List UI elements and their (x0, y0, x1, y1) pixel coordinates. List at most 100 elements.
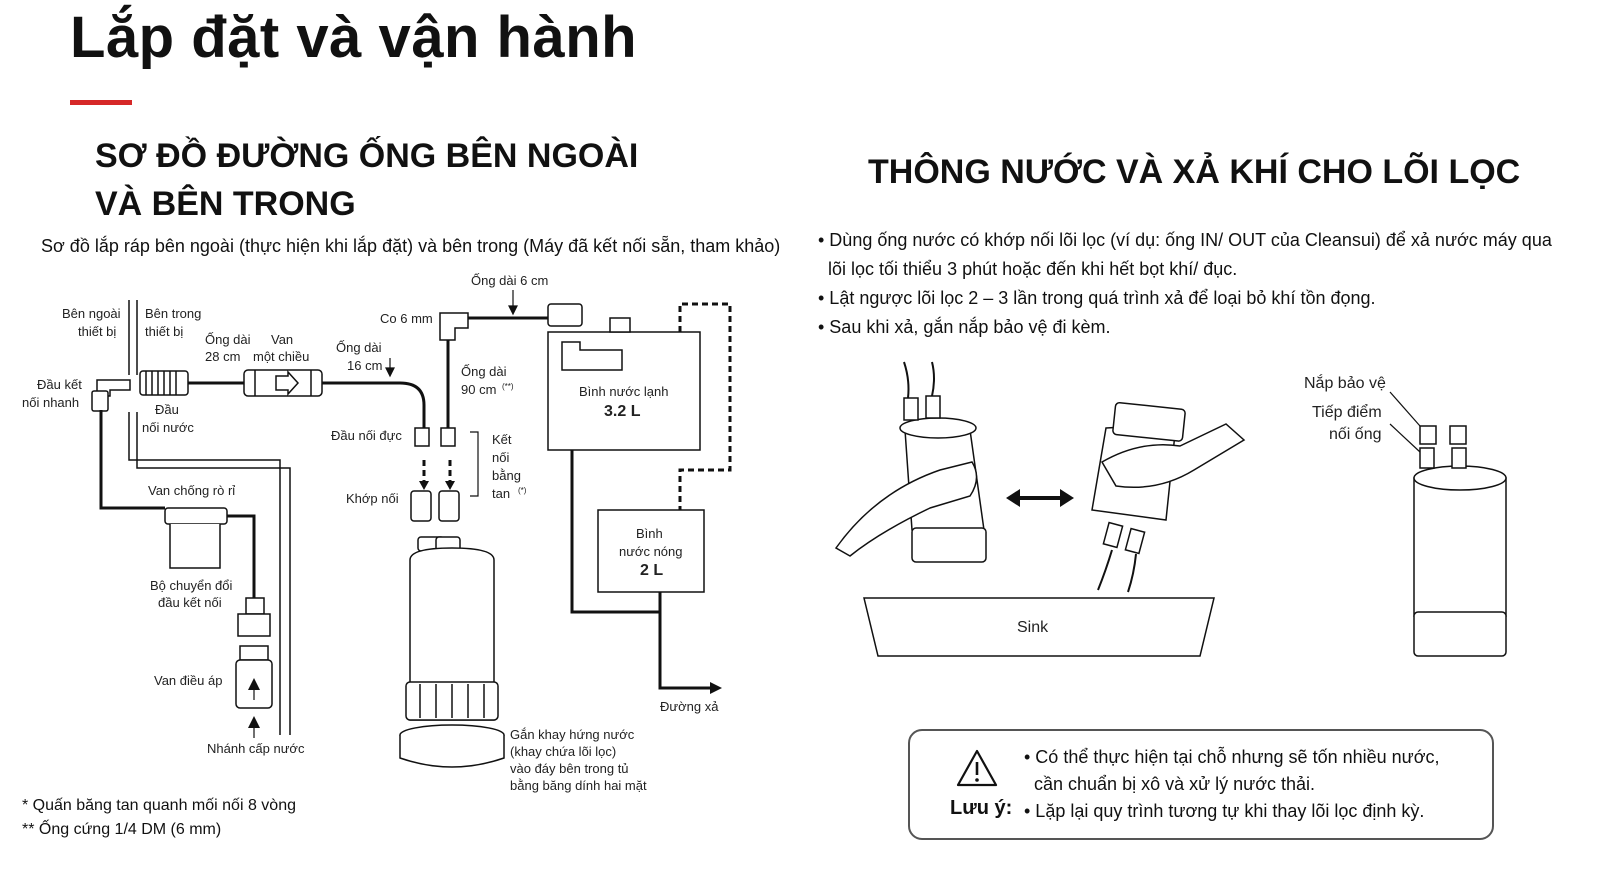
cabinet-outline (128, 412, 281, 735)
page-title: Lắp đặt và vận hành (70, 5, 638, 70)
caution-text: • Có thể thực hiện tại chỗ nhưng sẽ tốn … (1024, 744, 1440, 825)
label-cold-capacity: 3.2 L (604, 403, 641, 420)
label-joint: Khớp nối (346, 491, 399, 506)
pipe-contact-icon (1419, 447, 1435, 469)
label-hot-tank: nước nóng (619, 544, 683, 559)
hose-line (1097, 549, 1113, 591)
label-tape: nối (492, 450, 509, 465)
protective-cap-icon (1419, 425, 1437, 445)
hose-connector-icon (903, 397, 919, 421)
label-tray: (khay chứa lõi lọc) (510, 744, 616, 759)
label-pipe-28cm: 28 cm (205, 349, 240, 364)
label-pipe-contact: nối ống (1329, 426, 1382, 443)
filter-cartridge (409, 547, 495, 721)
caution-line-1: • Có thể thực hiện tại chỗ nhưng sẽ tốn … (1024, 747, 1440, 767)
label-cold-tank: Bình nước lạnh (579, 384, 669, 399)
label-tape: tan (492, 486, 510, 501)
left-section-subtitle: Sơ đồ lắp ráp bên ngoài (thực hiện khi l… (41, 236, 781, 256)
left-section-heading: SƠ ĐỒ ĐƯỜNG ỐNG BÊN NGOÀI VÀ BÊN TRONG (95, 132, 638, 228)
right-section-heading: THÔNG NƯỚC VÀ XẢ KHÍ CHO LÕI LỌC (868, 153, 1521, 191)
caution-label: Lưu ý: (950, 797, 1013, 819)
elbow-icon (439, 312, 469, 341)
pointer-line (1389, 391, 1421, 427)
title-accent-bar (70, 100, 132, 105)
label-protective-cap: Nắp bảo vệ (1304, 373, 1386, 392)
label-pipe-16cm: 16 cm (347, 358, 382, 373)
label-hot-tank: Bình (636, 526, 663, 541)
flushing-illustration: Sink Nắp bảo vệ Tiếp điểm nối ống (834, 361, 1507, 657)
supply-pipe (99, 410, 165, 510)
quick-connector-body (91, 390, 109, 412)
footnote-2: ** Ống cứng 1/4 DM (6 mm) (22, 821, 222, 838)
label-pipe-16cm: Ống dài (336, 340, 382, 355)
pipe-16cm (322, 381, 426, 428)
pressure-regulator-icon (239, 645, 269, 661)
left-heading-line1: SƠ ĐỒ ĐƯỜNG ỐNG BÊN NGOÀI (95, 137, 639, 175)
label-inside: thiết bị (145, 324, 183, 339)
flow-arrow-icon (275, 370, 300, 396)
label-outside: thiết bị (78, 324, 116, 339)
label-leak-valve: Van chống rò rỉ (148, 483, 235, 498)
label-supply: Nhánh cấp nước (207, 741, 305, 756)
bullet-3: • Sau khi xả, gắn nắp bảo vệ đi kèm. (818, 317, 1111, 337)
label-check-valve: một chiều (253, 349, 309, 364)
caution-line-2: cần chuẩn bị xô và xử lý nước thải. (1034, 774, 1316, 794)
label-outside: Bên ngoài (62, 306, 121, 321)
internal-connection-dashed (678, 302, 732, 510)
sink (863, 597, 1215, 657)
label-elbow: Co 6 mm (380, 311, 433, 326)
label-pipe-90cm-mark: (**) (502, 382, 514, 391)
flow-up-icon (248, 678, 260, 690)
bullet-1-line2: lõi lọc tối thiểu 3 phút hoặc đến khi hế… (828, 259, 1238, 279)
label-inside: Bên trong (145, 306, 201, 321)
adapter-icon (245, 597, 265, 615)
supply-pipe (227, 514, 256, 598)
leak-valve-icon (164, 507, 228, 525)
label-tape: Kết (492, 432, 512, 447)
cartridge-base-icon (911, 527, 987, 563)
joint-icon (410, 490, 432, 522)
label-water-inlet: Đầu (155, 402, 179, 417)
hand-icon (834, 461, 978, 557)
label-pipe-90cm: Ống dài (461, 364, 507, 379)
label-water-inlet: nối nước (142, 420, 194, 435)
bullet-2: • Lật ngược lõi lọc 2 – 3 lần trong quá … (818, 288, 1376, 308)
label-tray: Gắn khay hứng nước (510, 727, 635, 742)
footnotes: * Quấn băng tan quanh mối nối 8 vòng ** … (22, 794, 296, 842)
hot-tank (597, 509, 705, 593)
cartridge-cap-icon (1112, 401, 1186, 442)
hose-line (903, 361, 910, 399)
caution-line-3: • Lặp lại quy trình tương tự khi thay lõ… (1024, 801, 1425, 821)
label-male-connector: Đầu nối đực (331, 428, 402, 443)
label-quick-connector: nối nhanh (22, 395, 79, 410)
label-pipe-90cm: 90 cm (461, 382, 496, 397)
footnote-1: * Quấn băng tan quanh mối nối 8 vòng (22, 797, 296, 814)
label-quick-connector: Đầu kết (37, 377, 82, 392)
label-adapter: Bộ chuyển đổi (150, 578, 233, 593)
label-tray: bằng băng dính hai mặt (510, 778, 647, 793)
label-adapter: đầu kết nối (158, 595, 222, 610)
bullet-1-line1: • Dùng ống nước có khớp nối lõi lọc (ví … (818, 230, 1552, 250)
elbow-connector-icon (547, 303, 583, 327)
cabinet-outline (136, 412, 291, 735)
piping-diagram: Bên ngoài thiết bị Bên trong thiết bị Đầ… (22, 273, 732, 793)
label-pipe-contact: Tiếp điểm (1312, 403, 1382, 421)
cartridge-with-caps (1413, 477, 1507, 617)
caution-box (908, 729, 1494, 840)
label-sink: Sink (1017, 619, 1049, 636)
label-pipe-28cm: Ống dài (205, 332, 251, 347)
male-connector-icon (414, 427, 430, 447)
drain-arrow-icon (710, 682, 722, 694)
left-heading-line2: VÀ BÊN TRONG (95, 185, 356, 223)
label-drain: Đường xả (660, 699, 719, 714)
label-tape: bằng (492, 468, 521, 483)
label-pipe-6cm: Ống dài 6 cm (471, 273, 548, 288)
label-check-valve: Van (271, 332, 293, 347)
warning-icon (956, 749, 998, 787)
cold-tank-valve-icon (561, 341, 623, 371)
cartridge-base-icon (1413, 611, 1507, 657)
hand-icon (1100, 423, 1246, 489)
label-hot-capacity: 2 L (640, 562, 663, 579)
label-regulator: Van điều áp (154, 673, 222, 688)
label-tape-mark: (*) (518, 486, 527, 495)
